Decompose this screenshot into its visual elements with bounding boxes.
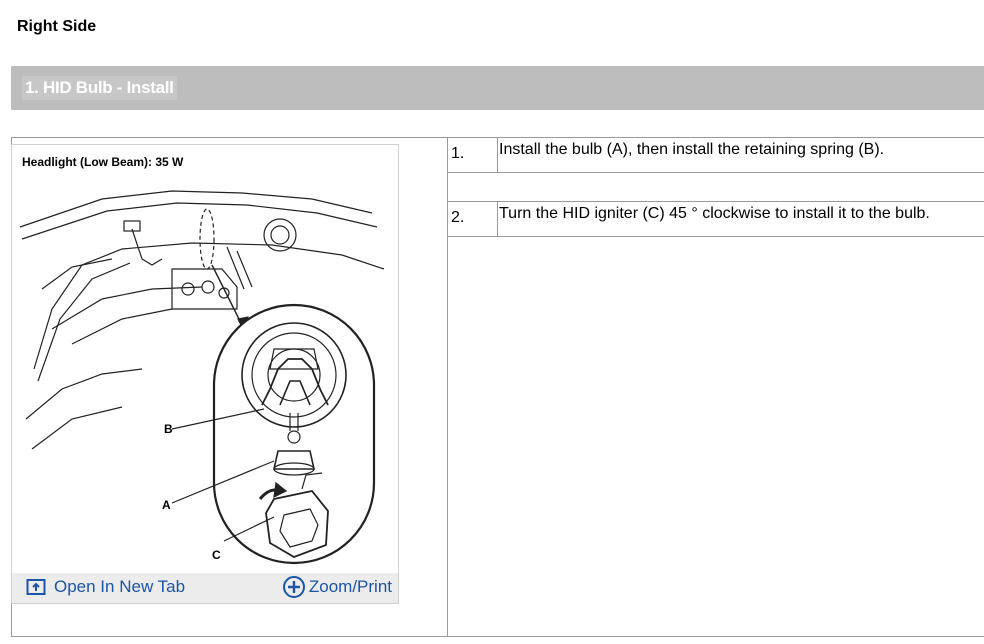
step-header-label: 1. HID Bulb - Install <box>22 76 177 100</box>
step-number: 2. <box>451 209 465 226</box>
open-in-new-tab-link[interactable]: Open In New Tab <box>26 577 185 597</box>
illustration-panel: Headlight (Low Beam): 35 W <box>11 144 399 604</box>
step-row-1: 1. Install the bulb (A), then install th… <box>448 137 984 173</box>
step-cell-divider <box>497 138 498 172</box>
callout-a: A <box>162 498 171 512</box>
zoom-plus-icon <box>282 576 305 598</box>
table-column-divider <box>447 137 448 637</box>
section-title: Right Side <box>17 18 97 35</box>
step-row-2: 2. Turn the HID igniter (C) 45 ° clockwi… <box>448 201 984 237</box>
zoom-print-link[interactable]: Zoom/Print <box>282 575 392 599</box>
figure-caption: Headlight (Low Beam): 35 W <box>22 155 184 169</box>
step-cell-divider <box>497 202 498 236</box>
zoom-print-label: Zoom/Print <box>308 577 392 596</box>
step-text: Install the bulb (A), then install the r… <box>499 141 885 158</box>
callout-c: C <box>212 548 221 562</box>
callout-b: B <box>164 422 173 436</box>
open-new-tab-icon <box>26 579 46 595</box>
figure-footer: Open In New Tab Zoom/Print <box>12 573 398 603</box>
step-number: 1. <box>451 145 465 162</box>
headlight-illustration[interactable]: B A C <box>12 169 398 573</box>
open-in-new-tab-label: Open In New Tab <box>54 577 186 596</box>
step-text: Turn the HID igniter (C) 45 ° clockwise … <box>499 205 930 222</box>
step-header-bar: 1. HID Bulb - Install <box>11 66 984 110</box>
